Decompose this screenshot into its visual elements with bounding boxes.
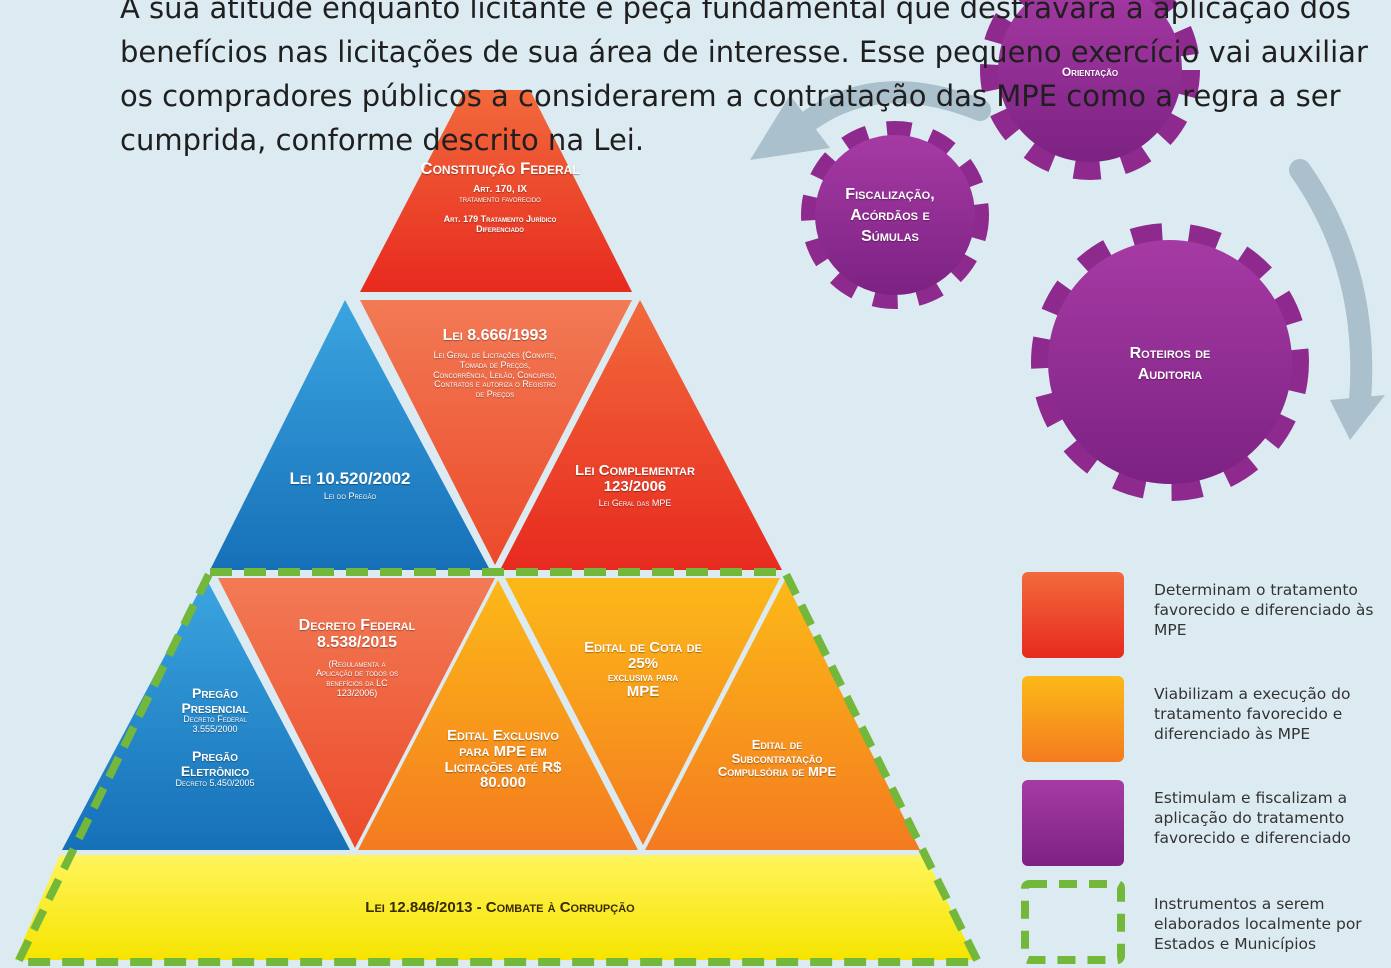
piece-pregao — [62, 578, 350, 850]
constituicao-art179: Art. 179 Tratamento Jurídico Diferenciad… — [443, 213, 557, 234]
local-instruments-outline — [11, 568, 985, 966]
label-edital-exclusivo: Edital Exclusivo para MPE em Licitações … — [438, 728, 568, 791]
constituicao-title: Constituição Federal — [420, 159, 580, 178]
arrow-right-head-icon — [1330, 395, 1385, 440]
legend-swatches — [1021, 572, 1125, 964]
arrow-left-head-icon — [750, 95, 830, 160]
lc-123-desc: Lei Geral das MPE — [598, 497, 672, 508]
legend-text-red: Determinam o tratamento favorecido e dif… — [1154, 581, 1374, 639]
intro-line: A sua atitude enquanto licitante é peça … — [120, 0, 1351, 25]
cycle-arrows — [799, 81, 1373, 411]
gear-roteiros-text: Roteiros de Auditoria — [1129, 345, 1211, 383]
edital-cota-desc: exclusiva para — [607, 671, 679, 684]
gear-orientacao-text: Orientação — [1061, 65, 1119, 79]
piece-edital-cota — [505, 578, 780, 845]
intro-line: os compradores públicos a considerarem a… — [120, 79, 1341, 113]
arrow-left-curve — [799, 81, 991, 131]
constituicao-favorecido: tratamento favorecido — [459, 193, 541, 204]
lei-10520-title: Lei 10.520/2002 — [289, 469, 411, 488]
label-pregao: Pregão Presencial Decreto Federal 3.555/… — [160, 686, 270, 788]
label-lc-123: Lei Complementar 123/2006 Lei Geral das … — [570, 463, 700, 508]
label-decreto: Decreto Federal 8.538/2015 (Regulamenta … — [282, 617, 432, 699]
legend-swatch-red — [1022, 572, 1124, 658]
decreto-title: Decreto Federal 8.538/2015 — [298, 617, 416, 651]
label-gear-orientacao: Orientação — [1040, 66, 1140, 79]
label-gear-fiscalizacao: Fiscalização, Acórdãos e Súmulas — [825, 185, 955, 247]
piece-lei-8666 — [360, 300, 632, 565]
label-lei-8666: Lei 8.666/1993 Lei Geral de Licitações (… — [420, 327, 570, 400]
decreto-desc: (Regulamenta a Aplicação de todos os ben… — [315, 658, 399, 699]
pyramid — [15, 90, 975, 960]
intro-line: benefícios nas licitações de sua área de… — [120, 35, 1368, 69]
legend-text-dashed: Instrumentos a serem elaborados localmen… — [1154, 895, 1362, 953]
label-lei-12846: Lei 12.846/2013 - Combate à Corrupção — [250, 900, 750, 916]
label-gear-roteiros: Roteiros de Auditoria — [1100, 344, 1240, 386]
legend-swatch-purple — [1022, 780, 1124, 866]
pregao-presencial-desc: Decreto Federal 3.555/2000 — [183, 714, 247, 735]
legend-swatch-dashed — [1021, 880, 1125, 964]
arrow-right-curve — [1289, 159, 1373, 411]
legend-text-orange: Viabilizam a execução do tratamento favo… — [1154, 685, 1351, 743]
edital-cota-mpe: MPE — [626, 682, 660, 700]
label-lei-10520: Lei 10.520/2002 Lei do Pregão — [285, 470, 415, 502]
edital-exclusivo-title: Edital Exclusivo para MPE em Licitações … — [444, 727, 562, 792]
piece-edital-exclusivo — [358, 580, 638, 850]
lei-12846-title: Lei 12.846/2013 - Combate à Corrupção — [365, 899, 635, 916]
pregao-presencial-title: Pregão Presencial — [181, 685, 249, 716]
lei-8666-title: Lei 8.666/1993 — [442, 327, 548, 344]
gear-roteiros — [1031, 223, 1309, 501]
legend-swatch-orange — [1022, 676, 1124, 762]
piece-lei-10520 — [210, 300, 490, 570]
piece-constituicao — [360, 90, 632, 292]
intro-line: cumprida, conforme descrito na Lei. — [120, 123, 645, 157]
lc-123-title: Lei Complementar 123/2006 — [575, 462, 695, 495]
label-edital-subcontratacao: Edital de Subcontratação Compulsória de … — [712, 738, 842, 779]
pregao-eletronico-title: Pregão Eletrônico — [180, 748, 250, 779]
constituicao-art170: Art. 170, IX — [473, 183, 527, 195]
label-edital-cota: Edital de Cota de 25% exclusiva para MPE — [578, 640, 708, 699]
lei-10520-desc: Lei do Pregão — [323, 490, 377, 501]
lei-8666-desc: Lei Geral de Licitações (Convite, Tomada… — [433, 349, 557, 400]
piece-lc-123 — [500, 300, 782, 570]
legend-text-purple: Estimulam e fiscalizam a aplicação do tr… — [1154, 789, 1351, 847]
piece-lei-12846 — [15, 855, 975, 960]
pregao-eletronico-desc: Decreto 5.450/2005 — [175, 777, 255, 788]
edital-subcontratacao-title: Edital de Subcontratação Compulsória de … — [717, 737, 837, 780]
piece-edital-subcontratacao — [645, 580, 920, 850]
piece-decreto — [218, 578, 495, 848]
intro-paragraph: A sua atitude enquanto licitante é peça … — [120, 0, 1368, 162]
gear-orientacao — [980, 0, 1200, 180]
gear-fiscalizacao-text: Fiscalização, Acórdãos e Súmulas — [845, 186, 935, 245]
gear-fiscalizacao — [801, 121, 989, 309]
label-constituicao: Constituição Federal Art. 170, IX tratam… — [420, 160, 580, 235]
edital-cota-title: Edital de Cota de 25% — [584, 639, 702, 672]
